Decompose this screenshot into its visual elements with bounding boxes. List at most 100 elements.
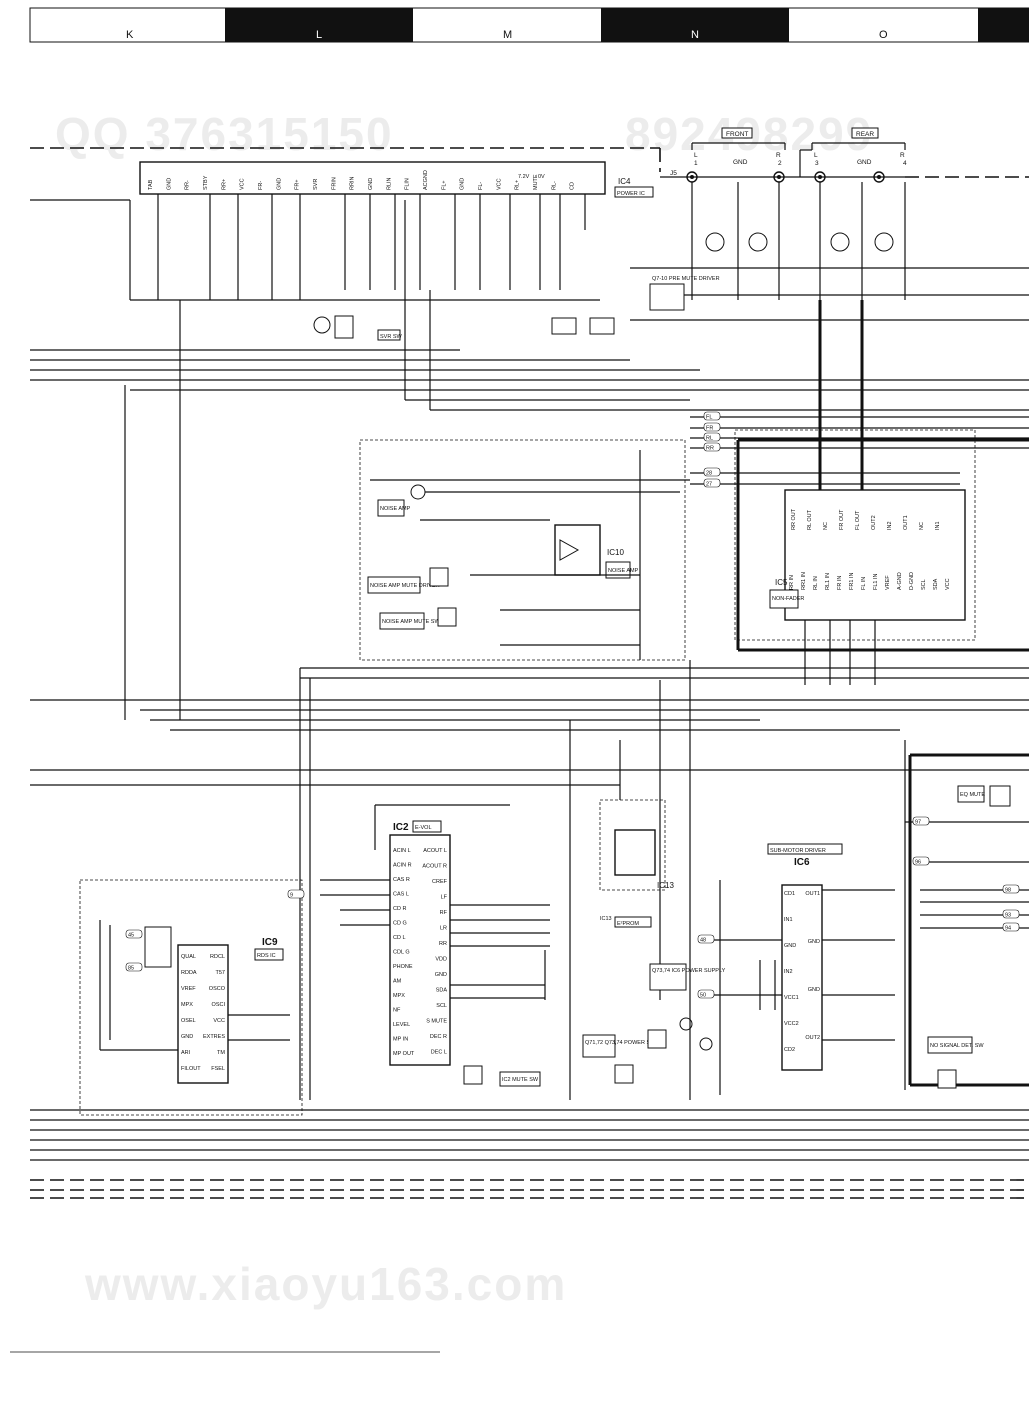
power-sw-label: Q71,72 Q73,74 POWER SW xyxy=(585,1040,656,1046)
ic5-bottom-pin-label: VREF xyxy=(885,575,891,590)
ic10-name: NOISE AMP xyxy=(608,568,639,574)
ic9-pin-label: ARI xyxy=(181,1050,191,1056)
ic2-right-pin-label: CREF xyxy=(432,879,448,885)
ic4-pin-label: GND xyxy=(276,178,282,190)
svg-text:GND: GND xyxy=(857,159,872,166)
ic5-top-pin-label: NC xyxy=(823,522,829,530)
noise-amp-label: NOISE AMP xyxy=(380,506,411,512)
ic2-right-pin-label: DEC L xyxy=(431,1050,447,1056)
ic4-pin-label: GND xyxy=(166,178,172,190)
zone-m-label: M xyxy=(503,29,512,41)
ic9-pin-label: EXTRES xyxy=(203,1034,225,1040)
ic4-pin-label: RL+ xyxy=(515,180,521,190)
watermark-bottom: www.xiaoyu163.com xyxy=(84,1258,567,1310)
output-connector-j5: FRONT REAR L R L R GND GND 1 2 3 4 J5 xyxy=(660,127,907,183)
ic5-bottom-pin-label: RR IN xyxy=(789,575,795,590)
ic6-sub-motor-driver: SUB-MOTOR DRIVER IC6 CD1IN1GNDIN2VCC1VCC… xyxy=(582,843,895,1095)
signal-tag-label: FR xyxy=(706,426,713,432)
pre-mute-label: Q7-10 PRE MUTE DRIVER xyxy=(652,276,720,282)
ic5-bottom-pin-label: RL1 IN xyxy=(825,573,831,590)
ic5-top-pin-label: NC xyxy=(919,522,925,530)
ic4-pin-label: VCC xyxy=(496,178,502,190)
signal-tag-frame xyxy=(697,989,715,999)
ic2-right-pin-label: RR xyxy=(439,941,447,947)
ic5-top-pin-label: RR OUT xyxy=(791,508,797,530)
ic6-name: SUB-MOTOR DRIVER xyxy=(770,848,826,854)
signal-tag-frame xyxy=(1002,922,1020,932)
signal-tag-frame xyxy=(703,411,721,421)
signal-tag-frame xyxy=(912,856,930,866)
ic2-right-pin-label: RF xyxy=(440,910,448,916)
signal-tag-frame xyxy=(703,478,721,488)
ic9-pin-label: TM xyxy=(217,1050,225,1056)
svg-text:3: 3 xyxy=(815,160,819,167)
signal-tag-frame xyxy=(912,816,930,826)
ic6-right-pin-label: OUT2 xyxy=(805,1035,820,1041)
zone-o-label: O xyxy=(879,29,888,41)
signal-buses xyxy=(30,660,1029,1161)
ic4-pin-label: FRIN xyxy=(331,177,337,190)
noise-amp-region: NOISE AMP NOISE AMP MUTE DRIVER NOISE AM… xyxy=(359,439,690,661)
svg-text:0V: 0V xyxy=(538,174,545,180)
ic2-left-pin-label: MPX xyxy=(393,993,405,999)
signal-tag-label: 93 xyxy=(1005,913,1011,919)
signal-tag-frame xyxy=(287,889,305,899)
ic5-bottom-pin-label: FR1 IN xyxy=(849,573,855,590)
ic13-eeprom: IC13 E²PROM IC13 xyxy=(599,799,674,928)
signal-tag-label: 98 xyxy=(1005,888,1011,894)
ic5-top-pin-label: IN2 xyxy=(887,521,893,530)
ic9-pin-label: RDCL xyxy=(210,954,225,960)
ic2-right-pin-label: LR xyxy=(440,926,447,932)
signal-tag-frame xyxy=(703,467,721,477)
ic4-pin-label: GND xyxy=(368,178,374,190)
noise-amp-mute-driver-label: NOISE AMP MUTE DRIVER xyxy=(370,583,440,589)
ic6-left-pin-label: CD1 xyxy=(784,891,795,897)
signal-tag-label: 94 xyxy=(1005,926,1011,932)
ic4-pin-label: RR+ xyxy=(221,179,227,190)
ic2-right-pin-label: ACOUT R xyxy=(422,864,447,870)
signal-tag-label: 50 xyxy=(700,993,706,999)
ic9-pin-label: OSCO xyxy=(209,986,226,992)
ic2-right-pin-label: GND xyxy=(435,972,447,978)
ic5-bottom-pin-label: FR IN xyxy=(837,576,843,590)
ic6-left-pin-label: VCC1 xyxy=(784,995,799,1001)
ic9-rds-ic: IC9 RDS IC QUALRDDAVREFMPXOSELGNDARIFILO… xyxy=(79,879,303,1116)
ic4-pin-label: TAB xyxy=(148,179,154,190)
signal-tag-frame xyxy=(703,432,721,442)
ic2-right-pin-label: SDA xyxy=(436,988,448,994)
ic2-left-pin-label: ACIN L xyxy=(393,848,411,854)
svg-text:1: 1 xyxy=(694,160,698,167)
signal-tag-label: 97 xyxy=(915,820,921,826)
watermark-top: QQ 376315150 xyxy=(55,108,394,160)
ic9-pin-label: VCC xyxy=(213,1018,225,1024)
ic5-top-pin-label: OUT1 xyxy=(903,515,909,530)
right-side-switches: EQ MUTE NO SIGNAL DET. SW xyxy=(905,785,1029,1089)
ic4-ref: IC4 xyxy=(618,177,631,186)
signal-tag-label: 28 xyxy=(706,471,712,477)
signal-tag-label: 48 xyxy=(700,938,706,944)
output-transistor xyxy=(830,232,850,252)
ic4-pin-label: FL+ xyxy=(441,180,447,190)
ic13-name: E²PROM xyxy=(617,921,639,927)
signal-tag-label: 85 xyxy=(128,966,134,972)
zone-k-label: K xyxy=(126,29,134,41)
noise-amp-mute-sw-label: NOISE AMP MUTE SW xyxy=(382,619,440,625)
ic2-right-pin-label: VDD xyxy=(435,957,447,963)
svg-text:L: L xyxy=(694,152,698,159)
output-transistor xyxy=(705,232,725,252)
ic4-pin-label: GND xyxy=(460,178,466,190)
eq-mute-label: EQ MUTE xyxy=(960,792,985,798)
rear-label: REAR xyxy=(856,131,874,138)
ic5-bottom-pin-label: A-GND xyxy=(897,572,903,590)
ic9-pin-label: OSEL xyxy=(181,1018,196,1024)
no-signal-label: NO SIGNAL DET. SW xyxy=(930,1043,984,1049)
ic9-pin-label: RDDA xyxy=(181,970,197,976)
ic5-bottom-pin-label: FL IN xyxy=(861,577,867,590)
svg-text:R: R xyxy=(776,152,781,159)
svg-text:2: 2 xyxy=(778,160,782,167)
